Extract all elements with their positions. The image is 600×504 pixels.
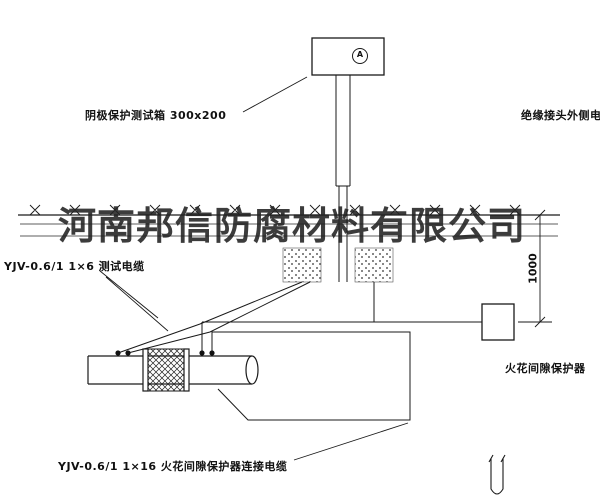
dimension-tick-bottom <box>534 316 546 328</box>
meter-symbol: A <box>356 50 364 59</box>
grade-marks <box>29 204 521 216</box>
spark-gap-protector-box <box>481 303 515 341</box>
dimension-line <box>518 209 552 328</box>
dimension-text: 1000 <box>526 253 540 284</box>
leader-test-cable <box>99 270 169 332</box>
pipe-end-cap <box>245 355 259 385</box>
spark-cable-upper <box>201 282 482 353</box>
concrete-block-left <box>282 247 322 283</box>
leader-test-box <box>242 76 308 113</box>
label-test-box: 阴极保护测试箱 300x200 <box>85 109 227 122</box>
joint-flange-left <box>142 348 149 392</box>
riser-conduit <box>335 75 351 282</box>
pipeline <box>87 348 259 392</box>
label-insulated-joint-cable: 绝缘接头外侧电缆 <box>521 109 600 122</box>
meter-circle <box>352 48 368 64</box>
weld-dot-2 <box>125 350 131 356</box>
weld-dot-3 <box>199 350 205 356</box>
leader-spark-cable <box>293 422 409 461</box>
joint-flange-right <box>183 348 190 392</box>
test-cable-line-2 <box>127 281 311 354</box>
test-cable-line-1 <box>117 281 303 354</box>
label-spark-gap-protector: 火花间隙保护器 <box>505 362 586 375</box>
label-spark-gap-cable: YJV-0.6/1 1×16 火花间隙保护器连接电缆 <box>58 460 288 473</box>
corner-symbol <box>488 454 506 495</box>
spark-cable-lower <box>211 331 411 421</box>
label-test-cable: YJV-0.6/1 1×6 测试电缆 <box>4 260 145 273</box>
weld-dot-4 <box>209 350 215 356</box>
watermark-text: 河南邦信防腐材料有限公司 <box>58 203 527 248</box>
concrete-block-right <box>354 247 394 283</box>
watermark-strike-lines <box>20 223 558 237</box>
dimension-tick-top <box>534 209 546 221</box>
insulating-joint-hatch <box>147 348 185 392</box>
weld-dot-1 <box>115 350 121 356</box>
test-box <box>311 37 385 76</box>
